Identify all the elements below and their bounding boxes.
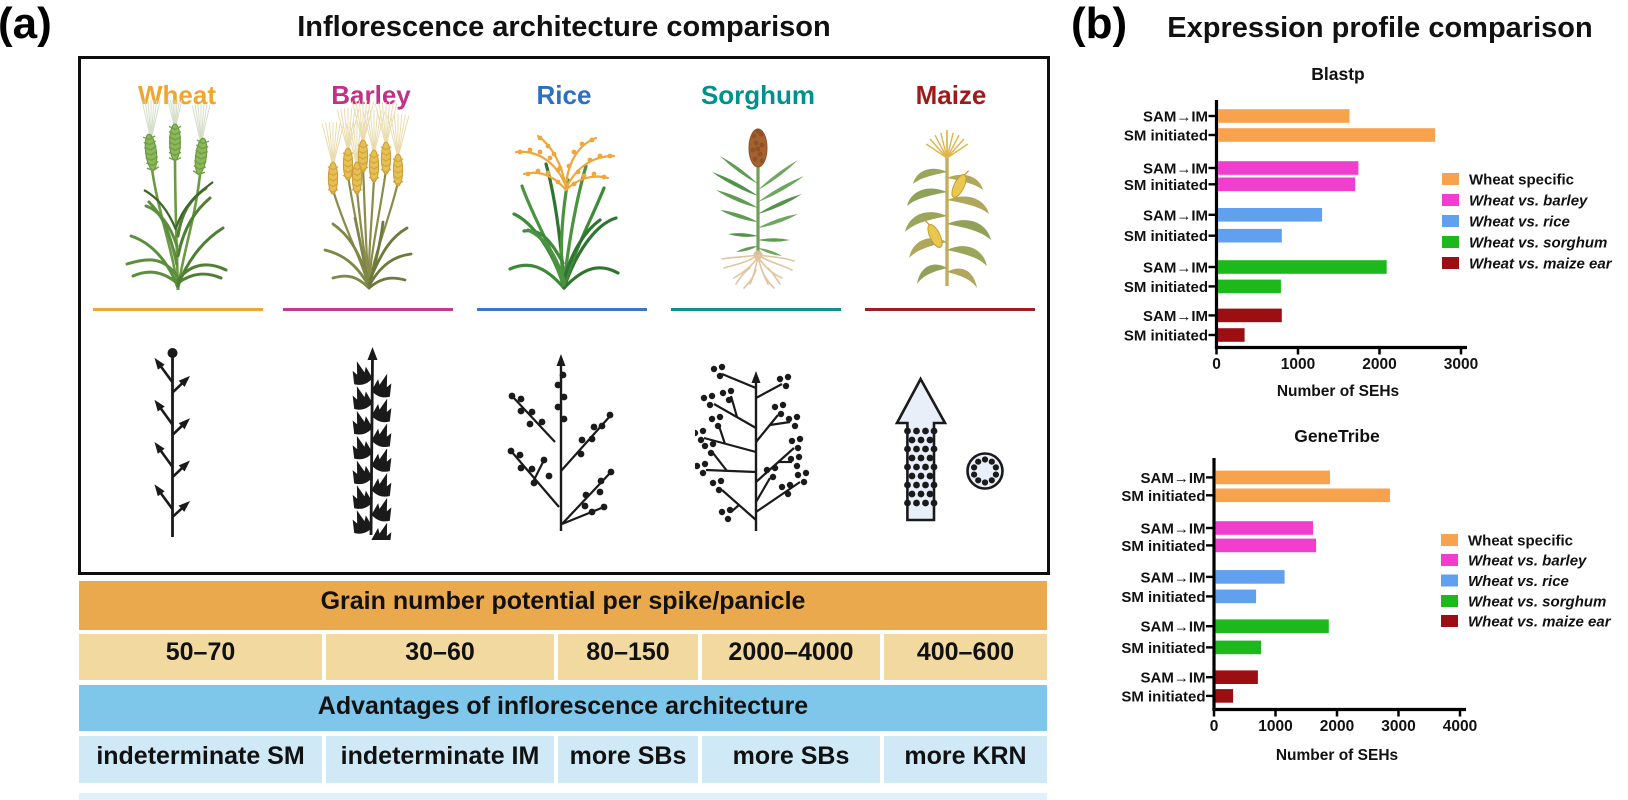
svg-text:SM initiated: SM initiated <box>1121 589 1205 606</box>
svg-text:SM initiated: SM initiated <box>1121 538 1205 555</box>
svg-text:SM initiated: SM initiated <box>1124 279 1208 296</box>
svg-text:Wheat vs. rice: Wheat vs. rice <box>1469 214 1570 231</box>
svg-text:Wheat specific: Wheat specific <box>1469 172 1574 189</box>
svg-text:0: 0 <box>1210 718 1219 735</box>
svg-text:SAM→IM: SAM→IM <box>1143 109 1208 126</box>
svg-text:Wheat specific: Wheat specific <box>1468 533 1573 550</box>
svg-text:1000: 1000 <box>1258 718 1292 735</box>
svg-text:Wheat vs. rice: Wheat vs. rice <box>1468 573 1569 590</box>
svg-text:SM initiated: SM initiated <box>1124 177 1208 194</box>
svg-text:SAM→IM: SAM→IM <box>1143 207 1208 224</box>
svg-text:Wheat vs. sorghum: Wheat vs. sorghum <box>1469 235 1607 252</box>
svg-text:Wheat vs. barley: Wheat vs. barley <box>1468 553 1587 570</box>
svg-text:SAM→IM: SAM→IM <box>1141 670 1206 687</box>
svg-text:SM initiated: SM initiated <box>1121 640 1205 657</box>
svg-text:Wheat vs. maize ear: Wheat vs. maize ear <box>1469 256 1613 273</box>
svg-text:SAM→IM: SAM→IM <box>1143 161 1208 178</box>
svg-text:SAM→IM: SAM→IM <box>1141 569 1206 586</box>
svg-text:SAM→IM: SAM→IM <box>1141 470 1206 487</box>
svg-text:SM initiated: SM initiated <box>1121 488 1205 505</box>
svg-text:SAM→IM: SAM→IM <box>1143 260 1208 277</box>
svg-text:2000: 2000 <box>1320 718 1354 735</box>
svg-text:SAM→IM: SAM→IM <box>1141 521 1206 538</box>
svg-text:SAM→IM: SAM→IM <box>1143 308 1208 325</box>
svg-text:Wheat vs. sorghum: Wheat vs. sorghum <box>1468 594 1606 611</box>
svg-text:Wheat vs. barley: Wheat vs. barley <box>1469 193 1588 210</box>
svg-text:GeneTribe: GeneTribe <box>1294 426 1380 446</box>
svg-text:SM initiated: SM initiated <box>1124 228 1208 245</box>
svg-text:SM initiated: SM initiated <box>1124 128 1208 145</box>
svg-text:4000: 4000 <box>1443 718 1477 735</box>
svg-text:SM initiated: SM initiated <box>1121 688 1205 705</box>
svg-text:Number of SEHs: Number of SEHs <box>1276 747 1398 764</box>
svg-text:Wheat vs. maize ear: Wheat vs. maize ear <box>1468 614 1612 631</box>
svg-text:Blastp: Blastp <box>1311 64 1364 84</box>
svg-text:2000: 2000 <box>1362 356 1396 373</box>
svg-text:SAM→IM: SAM→IM <box>1141 619 1206 636</box>
svg-text:Number of SEHs: Number of SEHs <box>1277 383 1399 400</box>
svg-text:1000: 1000 <box>1281 356 1315 373</box>
svg-text:3000: 3000 <box>1444 356 1478 373</box>
svg-text:0: 0 <box>1212 356 1221 373</box>
svg-text:3000: 3000 <box>1381 718 1415 735</box>
svg-text:SM initiated: SM initiated <box>1124 328 1208 345</box>
